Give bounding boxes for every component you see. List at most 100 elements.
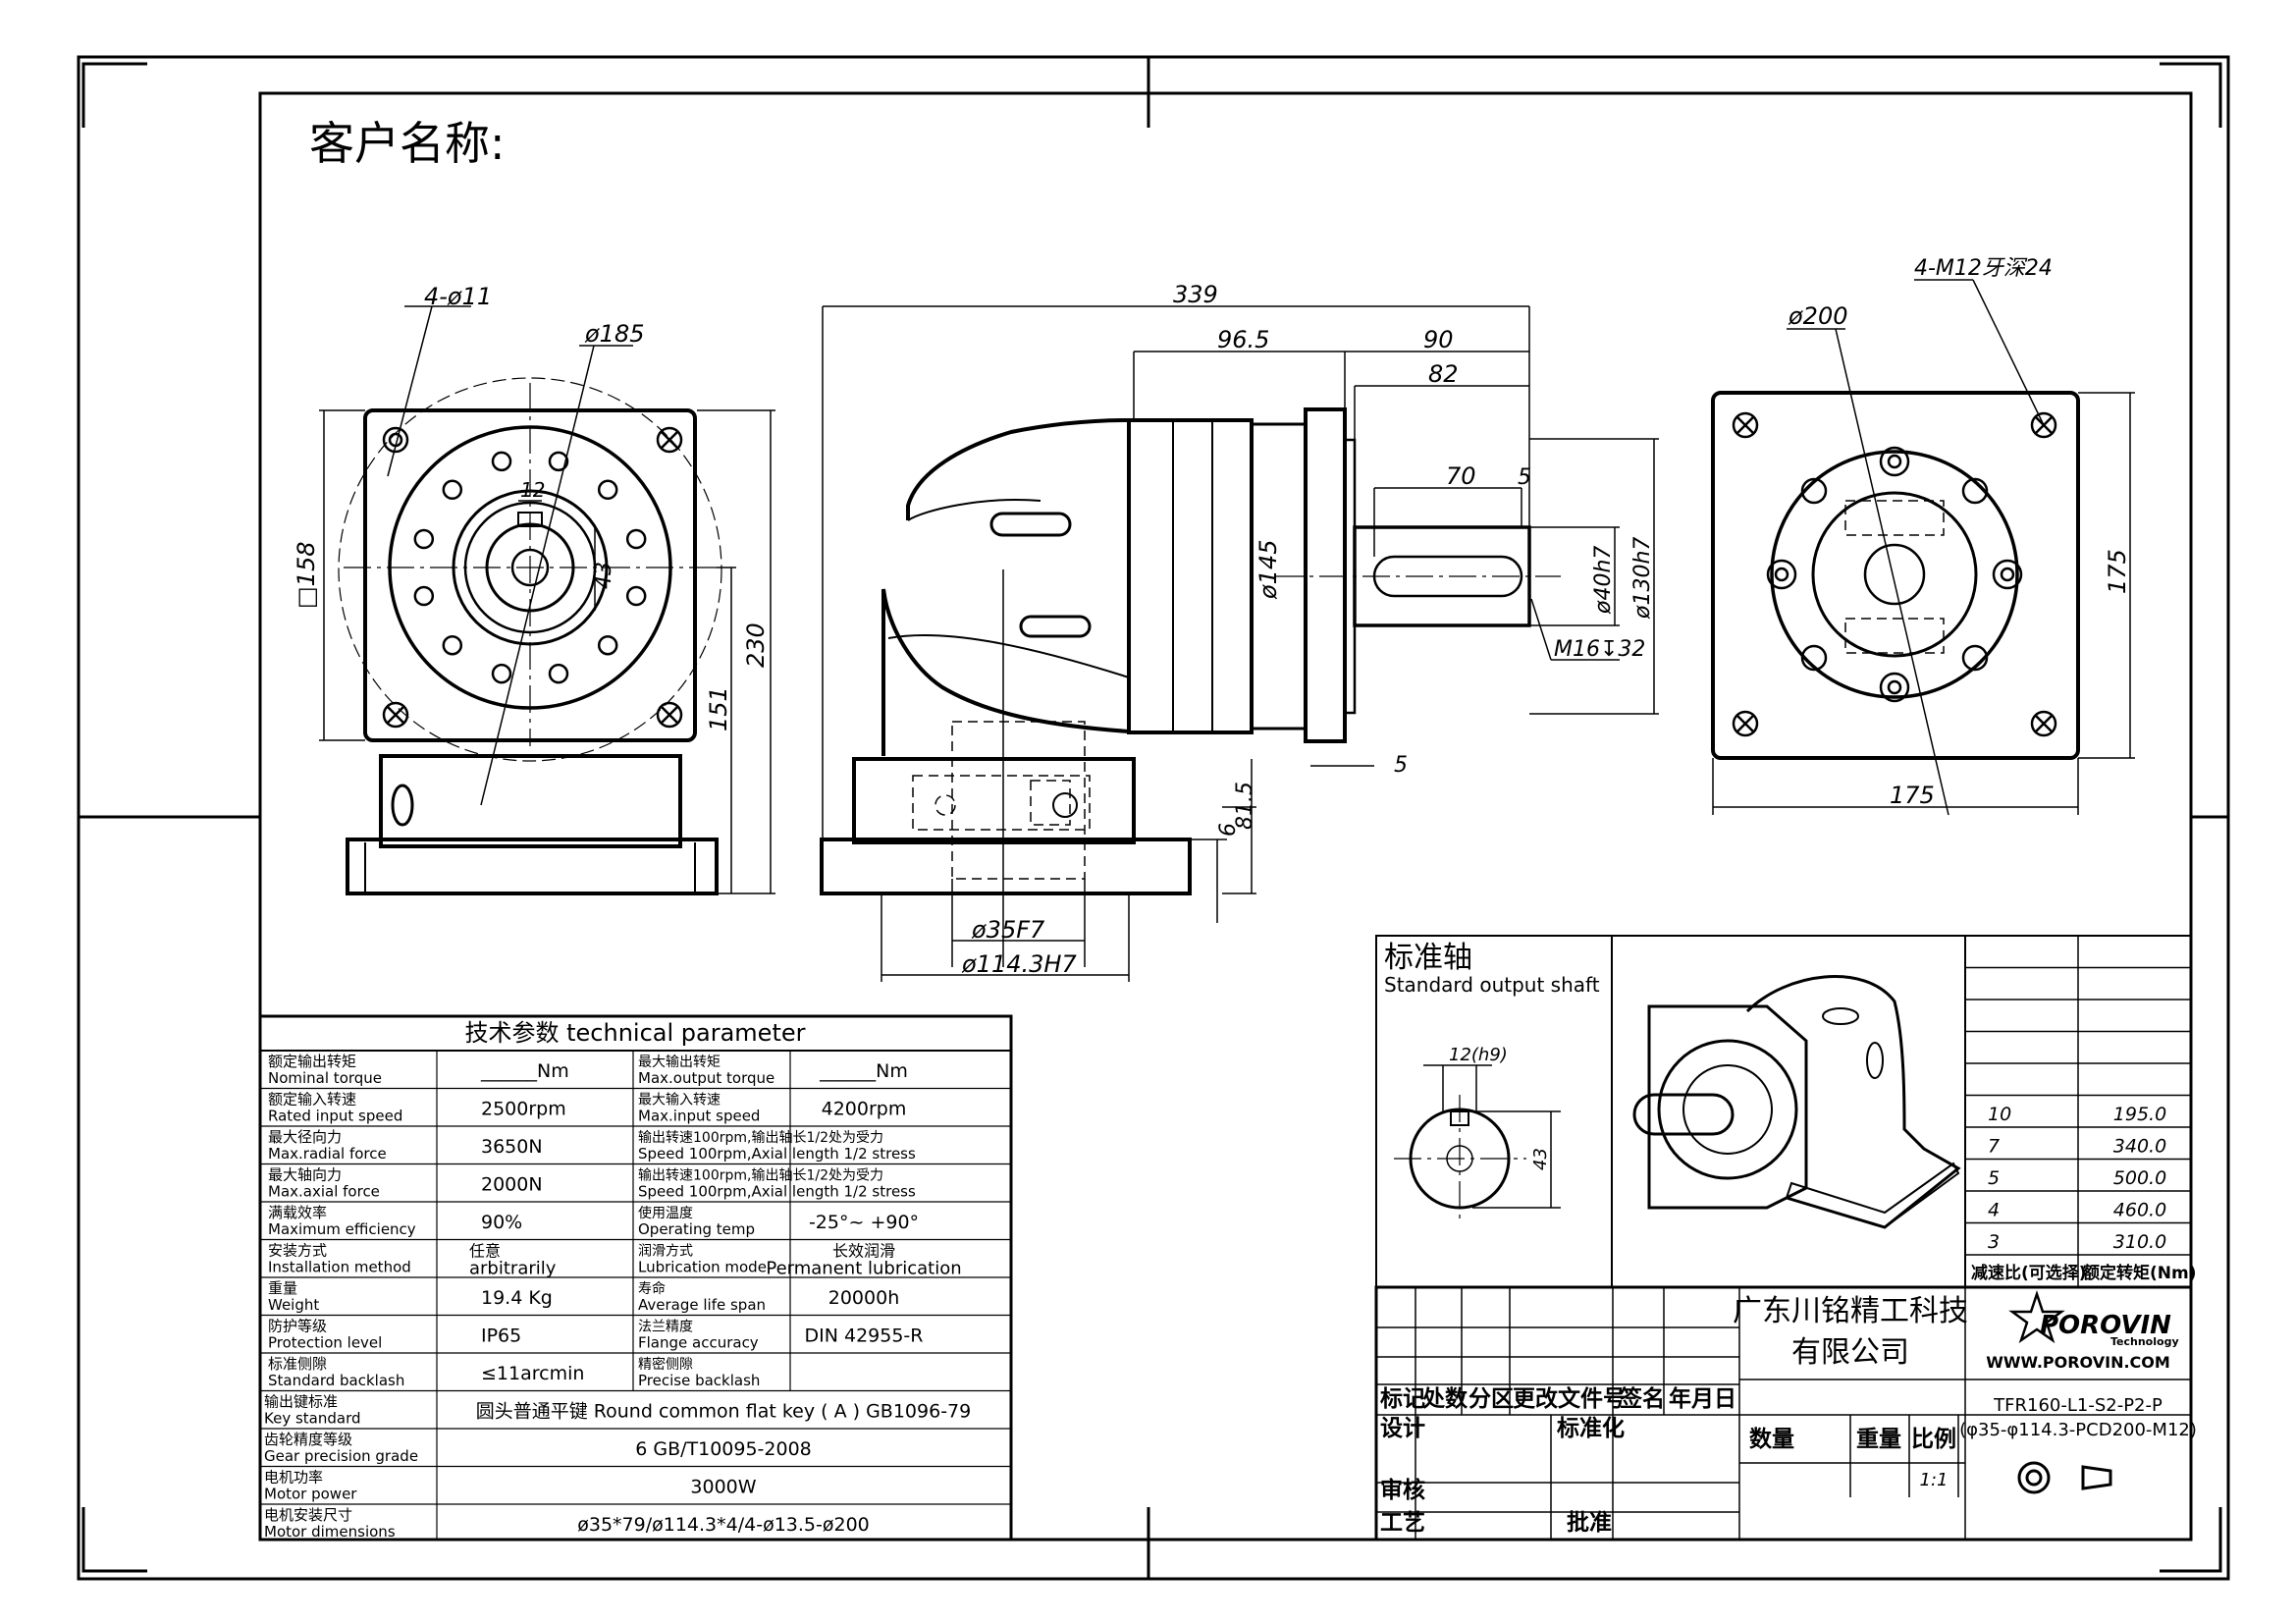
tech-value: 90% bbox=[481, 1212, 522, 1233]
company-name-2: 有限公司 bbox=[1791, 1335, 1909, 1370]
tech-wide-label-cn: 电机功率 bbox=[264, 1469, 323, 1487]
dim-base-h: 81.5 bbox=[1233, 782, 1257, 830]
dim-flange-thk: 5 bbox=[1394, 753, 1408, 778]
tech-wide-label-en: Gear precision grade bbox=[264, 1447, 418, 1465]
tech-label2-en: Max.output torque bbox=[638, 1069, 774, 1087]
tb-weight: 重量 bbox=[1856, 1427, 1901, 1452]
tech-label-cn: 最大径向力 bbox=[268, 1128, 342, 1146]
tech-label-cn: 满载效率 bbox=[268, 1204, 327, 1221]
tech-label2-cn: 寿命 bbox=[638, 1280, 666, 1297]
dim-pcd: ø185 bbox=[584, 320, 645, 348]
dim-thread: M16↧32 bbox=[1554, 637, 1645, 662]
tech-label2-en: Precise backlash bbox=[638, 1372, 760, 1389]
tech-wide-value: 3000W bbox=[690, 1477, 756, 1498]
tech-label-cn: 标准侧隙 bbox=[268, 1355, 327, 1373]
corner-marks bbox=[79, 57, 2228, 1579]
tech-label2-cn: 润滑方式 bbox=[638, 1243, 693, 1260]
tech-value2-cn: 长效润滑 bbox=[832, 1242, 895, 1261]
tech-value: ______Nm bbox=[480, 1060, 569, 1082]
dim-flange-end: 90 bbox=[1423, 326, 1454, 353]
tech-label-en: Max.radial force bbox=[268, 1145, 387, 1163]
tech-label2-en: Operating temp bbox=[638, 1220, 755, 1238]
dim-shaft-h: 43 bbox=[592, 562, 616, 589]
tech-label-en: Maximum efficiency bbox=[268, 1220, 416, 1238]
dim-length: 339 bbox=[1173, 281, 1218, 308]
dim-rear-pcd: ø200 bbox=[1788, 302, 1848, 330]
tech-wide-label-en: Key standard bbox=[264, 1410, 361, 1428]
tech-label-en: Nominal torque bbox=[268, 1069, 382, 1087]
tech-wide-value: 圆头普通平键 Round common flat key ( A ) GB109… bbox=[476, 1401, 971, 1423]
dim-motor-pcd: ø114.3H7 bbox=[961, 950, 1077, 978]
tech-wide-value: ø35*79/ø114.3*4/4-ø13.5-ø200 bbox=[577, 1514, 870, 1536]
model-spec: (φ35-φ114.3-PCD200-M12) bbox=[1959, 1420, 2197, 1440]
tb-doc: 更改文件号 bbox=[1513, 1385, 1626, 1412]
tech-label-en: Weight bbox=[268, 1296, 319, 1314]
tech-label-en: Standard backlash bbox=[268, 1372, 404, 1389]
tech-wide-label-en: Motor dimensions bbox=[264, 1523, 396, 1541]
product-isometric-illustration bbox=[1611, 935, 1966, 1288]
tb-process: 工艺 bbox=[1380, 1510, 1425, 1536]
tech-label2-cn: 精密侧隙 bbox=[638, 1356, 693, 1373]
tech-wide-label-en: Motor power bbox=[264, 1486, 357, 1503]
model-number: TFR160-L1-S2-P2-P bbox=[1993, 1395, 2163, 1416]
shaft-key-w: 12(h9) bbox=[1449, 1045, 1508, 1065]
tech-label-cn: 防护等级 bbox=[268, 1318, 327, 1335]
tech-title: 技术参数 technical parameter bbox=[465, 1019, 806, 1047]
tech-value: IP65 bbox=[481, 1325, 521, 1347]
tech-label-cn: 最大轴向力 bbox=[268, 1166, 342, 1184]
company-name-1: 广东川铭精工科技 bbox=[1733, 1294, 1968, 1328]
shaft-h: 43 bbox=[1530, 1148, 1551, 1170]
tech-value2: -25°~ +90° bbox=[809, 1212, 919, 1233]
tb-design: 设计 bbox=[1380, 1416, 1425, 1441]
logo-sub: Technology bbox=[2110, 1335, 2179, 1348]
dim-key-off: 5 bbox=[1518, 465, 1531, 490]
dim-square: □158 bbox=[293, 542, 320, 609]
tech-label2-cn: 使用温度 bbox=[638, 1205, 693, 1221]
tech-label2-cn: 最大输出转矩 bbox=[638, 1055, 721, 1070]
dim-shaft-dia: ø40h7 bbox=[1591, 546, 1616, 615]
tb-sign: 签名 bbox=[1619, 1385, 1665, 1412]
tech-label-cn: 额定输出转矩 bbox=[268, 1053, 356, 1070]
dim-key-len: 70 bbox=[1446, 462, 1476, 490]
website: WWW.POROVIN.COM bbox=[1986, 1353, 2170, 1372]
tech-label2-en: Speed 100rpm,Axial length 1/2 stress bbox=[638, 1145, 916, 1163]
tech-wide-label-cn: 齿轮精度等级 bbox=[264, 1431, 352, 1448]
ratio-header: 减速比(可选择) bbox=[1971, 1263, 2087, 1283]
tech-value-cn: 任意 bbox=[469, 1242, 501, 1261]
torque-value: 500.0 bbox=[2113, 1167, 2166, 1189]
torque-value: 340.0 bbox=[2113, 1136, 2166, 1158]
tech-wide-label-cn: 电机安装尺寸 bbox=[264, 1506, 352, 1524]
torque-header: 额定转矩(Nm) bbox=[2083, 1263, 2196, 1283]
tech-value2: ______Nm bbox=[819, 1060, 908, 1082]
tech-label2-en: Speed 100rpm,Axial length 1/2 stress bbox=[638, 1183, 916, 1201]
dim-rear-v: 175 bbox=[2104, 549, 2131, 594]
tech-value: ≤11arcmin bbox=[481, 1363, 584, 1384]
torque-value: 195.0 bbox=[2113, 1104, 2166, 1125]
tech-wide-label-cn: 输出键标准 bbox=[264, 1393, 338, 1411]
ratio-value: 5 bbox=[1988, 1167, 2000, 1189]
dim-base-thk: 6 bbox=[1216, 823, 1241, 837]
tb-count: 处数 bbox=[1421, 1386, 1468, 1412]
torque-value: 460.0 bbox=[2113, 1200, 2166, 1221]
standard-shaft-panel: 标准轴 Standard output shaft 12(h9) 43 bbox=[1375, 935, 1613, 1288]
tech-value2: DIN 42955-R bbox=[805, 1325, 924, 1347]
logo-text: POROVIN bbox=[2040, 1311, 2171, 1340]
title-block: 标记 处数 分区 更改文件号 签名 年月日 设计 标准化 审核 工艺 批准 广东… bbox=[1374, 1285, 2197, 1542]
tech-label-cn: 重量 bbox=[268, 1279, 297, 1297]
dim-rear-thread: 4-M12牙深24 bbox=[1914, 256, 2053, 281]
front-view: 4-ø11 ø185 □158 12 43 230 151 bbox=[293, 283, 775, 895]
tech-label2-en: Flange accuracy bbox=[638, 1334, 759, 1352]
tech-value2: Permanent lubrication bbox=[766, 1259, 961, 1279]
dim-holes: 4-ø11 bbox=[424, 283, 492, 310]
shaft-title-cn: 标准轴 bbox=[1384, 941, 1472, 975]
tech-label-en: Rated input speed bbox=[268, 1108, 402, 1125]
shaft-title-en: Standard output shaft bbox=[1384, 973, 1600, 997]
tech-label-en: Protection level bbox=[268, 1334, 382, 1352]
dim-height: 230 bbox=[742, 622, 770, 668]
tech-label-cn: 额定输入转速 bbox=[268, 1091, 356, 1109]
rear-view: 4-M12牙深24 ø200 175 175 bbox=[1711, 256, 2135, 816]
tech-label2-en: Average life span bbox=[638, 1296, 766, 1314]
tech-value: 2000N bbox=[481, 1174, 543, 1196]
tech-label-en: Max.axial force bbox=[268, 1183, 380, 1201]
dim-center: 151 bbox=[705, 686, 732, 731]
